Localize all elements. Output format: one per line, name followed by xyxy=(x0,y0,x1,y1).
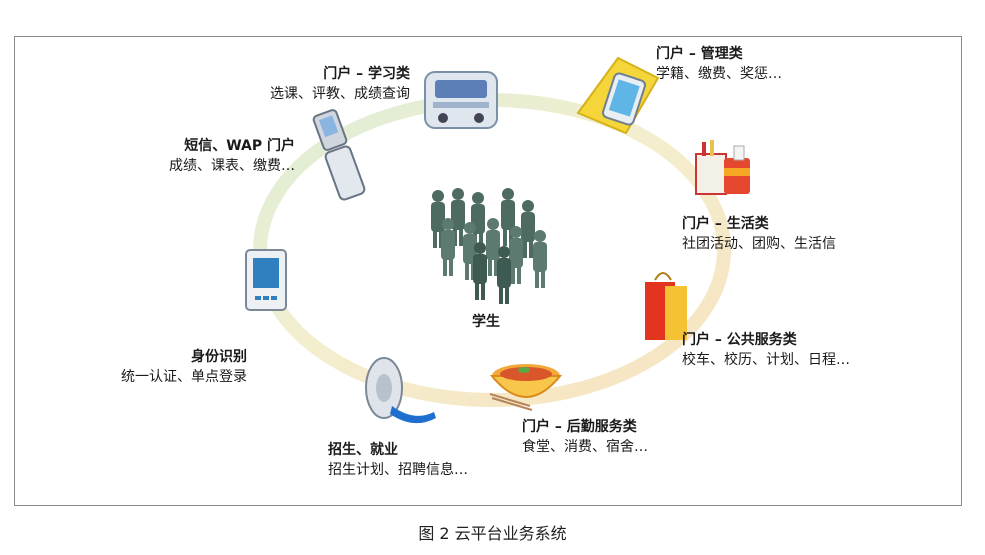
node-public-service-portal: 门户 – 公共服务类 校车、校历、计划、日程… xyxy=(682,330,850,370)
fast-food-icon xyxy=(695,140,750,195)
node-title: 门户 – 生活类 xyxy=(682,216,769,232)
people-icon xyxy=(431,188,547,304)
node-identity: 身份识别 统一认证、单点登录 xyxy=(121,347,247,387)
node-title: 门户 – 公共服务类 xyxy=(682,332,797,348)
node-title: 短信、WAP 门户 xyxy=(184,138,295,154)
center-label: 学生 xyxy=(472,314,500,330)
node-desc: 食堂、消费、宿舍… xyxy=(522,439,648,455)
figure-caption: 图 2 云平台业务系统 xyxy=(418,524,567,543)
train-icon xyxy=(424,71,498,129)
food-bowl-icon xyxy=(489,364,563,411)
node-desc: 校车、校历、计划、日程… xyxy=(682,352,850,368)
flip-phone-icon xyxy=(312,109,366,201)
node-desc: 招生计划、招聘信息… xyxy=(328,462,468,478)
node-management-portal: 门户 – 管理类 学籍、缴费、奖惩… xyxy=(656,44,782,84)
node-title: 门户 – 管理类 xyxy=(656,46,743,62)
node-learning-portal: 门户 – 学习类 选课、评教、成绩查询 xyxy=(270,64,410,104)
id-device-icon xyxy=(245,249,287,311)
node-title: 门户 – 后勤服务类 xyxy=(522,419,637,435)
shopping-bag-icon xyxy=(645,272,687,340)
film-reel-icon xyxy=(365,357,436,424)
node-desc: 学籍、缴费、奖惩… xyxy=(656,66,782,82)
node-logistics-portal: 门户 – 后勤服务类 食堂、消费、宿舍… xyxy=(522,417,648,457)
node-desc: 成绩、课表、缴费… xyxy=(169,158,295,174)
node-desc: 选课、评教、成绩查询 xyxy=(270,86,410,102)
node-desc: 统一认证、单点登录 xyxy=(121,369,247,385)
diagram-frame xyxy=(14,36,962,506)
node-life-portal: 门户 – 生活类 社团活动、团购、生活信 xyxy=(682,214,836,254)
node-sms-wap-portal: 短信、WAP 门户 成绩、课表、缴费… xyxy=(169,136,295,176)
node-enrollment-employment: 招生、就业 招生计划、招聘信息… xyxy=(328,440,468,480)
node-title: 招生、就业 xyxy=(328,442,398,458)
node-title: 身份识别 xyxy=(191,349,247,365)
tablet-icon xyxy=(576,56,660,135)
node-desc: 社团活动、团购、生活信 xyxy=(682,236,836,252)
node-title: 门户 – 学习类 xyxy=(323,66,410,82)
